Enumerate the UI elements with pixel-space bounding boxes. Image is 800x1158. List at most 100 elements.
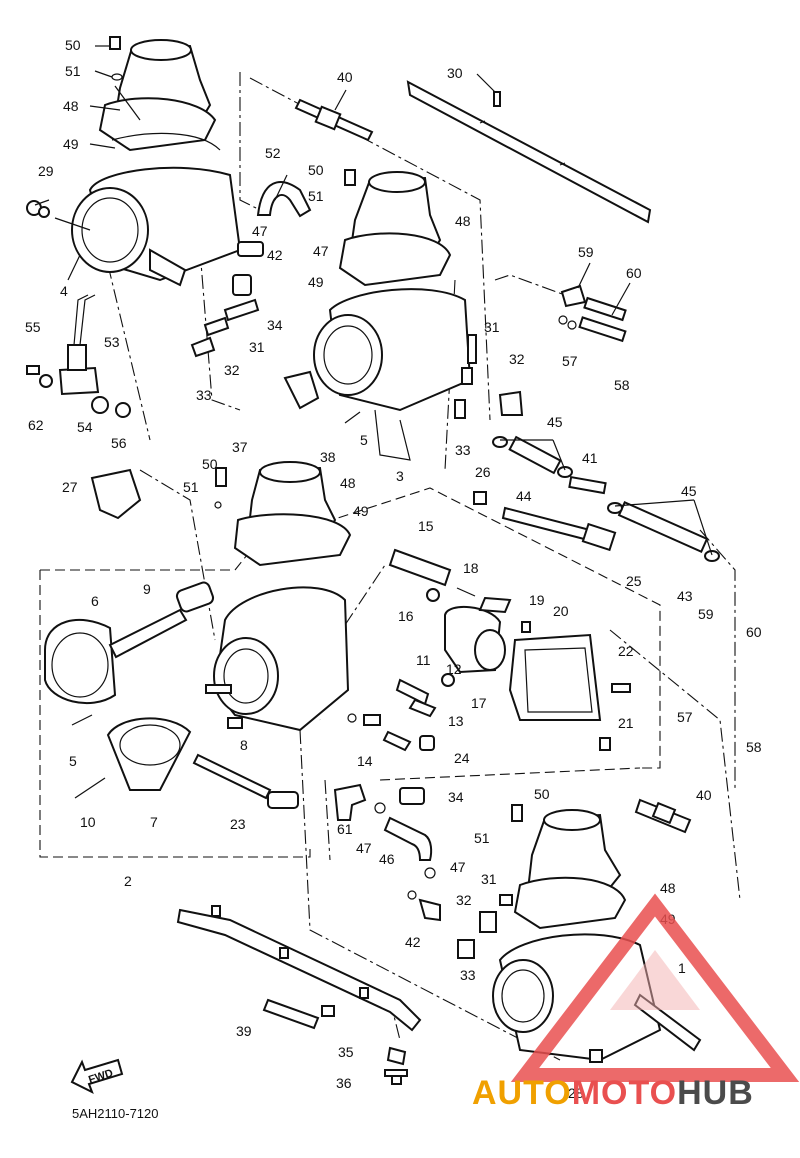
- callout-58: 58: [746, 739, 762, 755]
- callout-22: 22: [618, 643, 634, 659]
- callout-42: 42: [267, 247, 283, 263]
- leader-lines: [34, 45, 713, 556]
- callout-39: 39: [236, 1023, 252, 1039]
- fuel-rail-upper: [294, 80, 652, 224]
- callout-32: 32: [509, 351, 525, 367]
- callout-55: 55: [25, 319, 41, 335]
- callout-31: 31: [481, 871, 497, 887]
- callout-5: 5: [360, 432, 368, 448]
- callout-45: 45: [547, 414, 563, 430]
- callout-23: 23: [230, 816, 246, 832]
- callout-51: 51: [183, 479, 199, 495]
- callout-5: 5: [69, 753, 77, 769]
- callout-12: 12: [446, 661, 462, 677]
- callout-50: 50: [534, 786, 550, 802]
- callout-14: 14: [357, 753, 373, 769]
- callout-48: 48: [660, 880, 676, 896]
- callout-59: 59: [578, 244, 594, 260]
- callout-49: 49: [353, 503, 369, 519]
- callout-20: 20: [553, 603, 569, 619]
- linkage-parts-upper-right: [454, 284, 627, 419]
- callout-40: 40: [696, 787, 712, 803]
- callout-25: 25: [626, 573, 642, 589]
- callout-11: 11: [416, 652, 431, 668]
- callout-9: 9: [143, 581, 151, 597]
- callout-44: 44: [516, 488, 532, 504]
- callout-32: 32: [224, 362, 240, 378]
- callout-6: 6: [91, 593, 99, 609]
- throttle-sensor-assembly: [58, 294, 131, 418]
- callout-21: 21: [618, 715, 634, 731]
- callout-35: 35: [338, 1044, 354, 1060]
- jet-and-valve-parts: [347, 548, 631, 805]
- callout-48: 48: [455, 213, 471, 229]
- callout-13: 13: [448, 713, 464, 729]
- callout-17: 17: [471, 695, 487, 711]
- callout-18: 18: [463, 560, 479, 576]
- callout-43: 43: [677, 588, 693, 604]
- callout-57: 57: [562, 353, 578, 369]
- assembly-boundaries: [39, 72, 741, 1061]
- callout-58: 58: [614, 377, 630, 393]
- callout-29: 29: [38, 163, 54, 179]
- callout-50: 50: [202, 456, 218, 472]
- callout-47: 47: [252, 223, 268, 239]
- callout-1: 1: [678, 960, 686, 976]
- callout-33: 33: [196, 387, 212, 403]
- vacuum-piston-parts: [44, 581, 299, 809]
- callout-47: 47: [313, 243, 329, 259]
- callout-48: 48: [340, 475, 356, 491]
- carburetor-upper-middle: [283, 169, 472, 461]
- callout-27: 27: [62, 479, 78, 495]
- callout-26: 26: [475, 464, 491, 480]
- callout-33: 33: [460, 967, 476, 983]
- carburetor-middle: [90, 461, 352, 732]
- callout-37: 37: [232, 439, 248, 455]
- callout-40: 40: [337, 69, 353, 85]
- callout-47: 47: [356, 840, 372, 856]
- diagram-code: 5AH2110-7120: [72, 1106, 159, 1121]
- callout-52: 52: [265, 145, 281, 161]
- callout-54: 54: [77, 419, 93, 435]
- callout-50: 50: [308, 162, 324, 178]
- callout-62: 62: [28, 417, 44, 433]
- callout-49: 49: [63, 136, 79, 152]
- callout-51: 51: [474, 830, 490, 846]
- callout-36: 36: [336, 1075, 352, 1091]
- mounting-bracket-lower: [176, 905, 422, 1085]
- callout-38: 38: [320, 449, 336, 465]
- callout-34: 34: [267, 317, 283, 333]
- watermark-moto: MOTO: [571, 1074, 678, 1112]
- watermark-hub: HUB: [677, 1074, 754, 1112]
- callout-61: 61: [337, 821, 353, 837]
- callout-45: 45: [681, 483, 697, 499]
- callout-24: 24: [454, 750, 470, 766]
- watermark-logo-icon: [510, 893, 800, 1082]
- callout-59: 59: [698, 606, 714, 622]
- callout-labels: 50 51 48 49 29 4 40 30 52 50 51 48 47 47…: [25, 37, 762, 1101]
- callout-10: 10: [80, 814, 96, 830]
- hose-connectors: [473, 435, 720, 562]
- callout-47: 47: [450, 859, 466, 875]
- callout-8: 8: [240, 737, 248, 753]
- hose-and-fitting-upper: [26, 181, 312, 388]
- callout-2: 2: [124, 873, 132, 889]
- forward-arrow-icon: FWD: [70, 1058, 124, 1095]
- callout-34: 34: [448, 789, 464, 805]
- callout-3: 3: [396, 468, 404, 484]
- callout-48: 48: [63, 98, 79, 114]
- callout-49: 49: [308, 274, 324, 290]
- carburetor-upper-left: [26, 36, 242, 287]
- callout-4: 4: [60, 283, 68, 299]
- callout-51: 51: [65, 63, 81, 79]
- callout-53: 53: [104, 334, 120, 350]
- callout-50: 50: [65, 37, 81, 53]
- callout-7: 7: [150, 814, 158, 830]
- callout-28: 28: [568, 1085, 584, 1101]
- callout-15: 15: [418, 518, 434, 534]
- callout-30: 30: [447, 65, 463, 81]
- callout-56: 56: [111, 435, 127, 451]
- callout-33: 33: [455, 442, 471, 458]
- callout-42: 42: [405, 934, 421, 950]
